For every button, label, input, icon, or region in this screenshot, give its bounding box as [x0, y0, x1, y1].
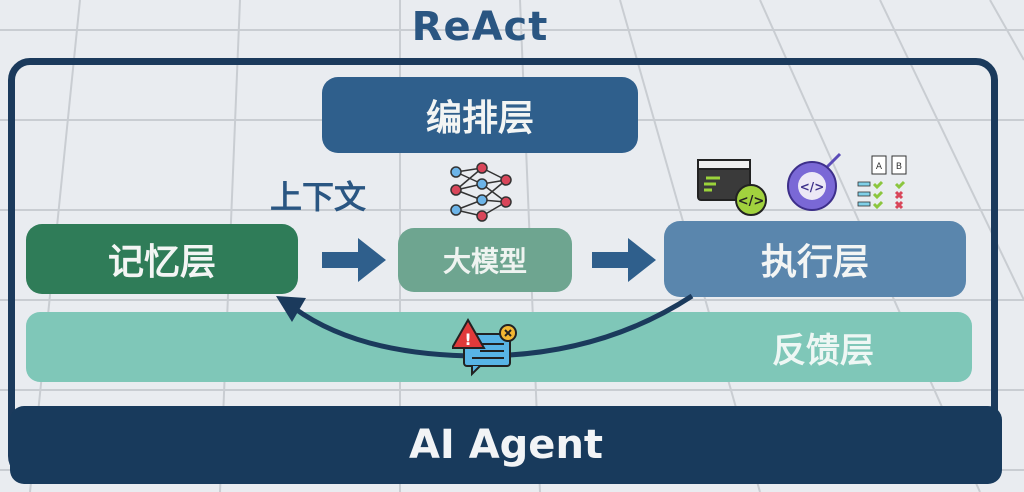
execution-layer: 执行层 [664, 221, 966, 297]
llm-layer: 大模型 [398, 228, 572, 292]
svg-text:A: A [876, 162, 883, 172]
code-bomb-icon: </> [787, 152, 842, 211]
svg-text:!: ! [464, 330, 471, 349]
ai-agent-bar: AI Agent [10, 406, 1002, 484]
svg-text:</>: </> [738, 194, 765, 209]
warning-message-icon: ! [452, 318, 517, 377]
memory-layer: 记忆层 [26, 224, 298, 294]
feedback-layer-label: 反馈层 [772, 330, 874, 371]
diagram-title: ReAct [411, 4, 549, 50]
svg-text:B: B [896, 162, 902, 172]
context-label: 上下文 [270, 178, 367, 216]
arrow-right-icon [322, 238, 386, 282]
neural-network-icon [450, 162, 512, 222]
arrow-right-icon [592, 238, 656, 282]
code-terminal-icon: </> [697, 159, 767, 216]
ab-test-checklist-icon: A B [857, 155, 907, 210]
svg-text:</>: </> [800, 180, 825, 194]
orchestration-layer: 编排层 [322, 77, 638, 153]
